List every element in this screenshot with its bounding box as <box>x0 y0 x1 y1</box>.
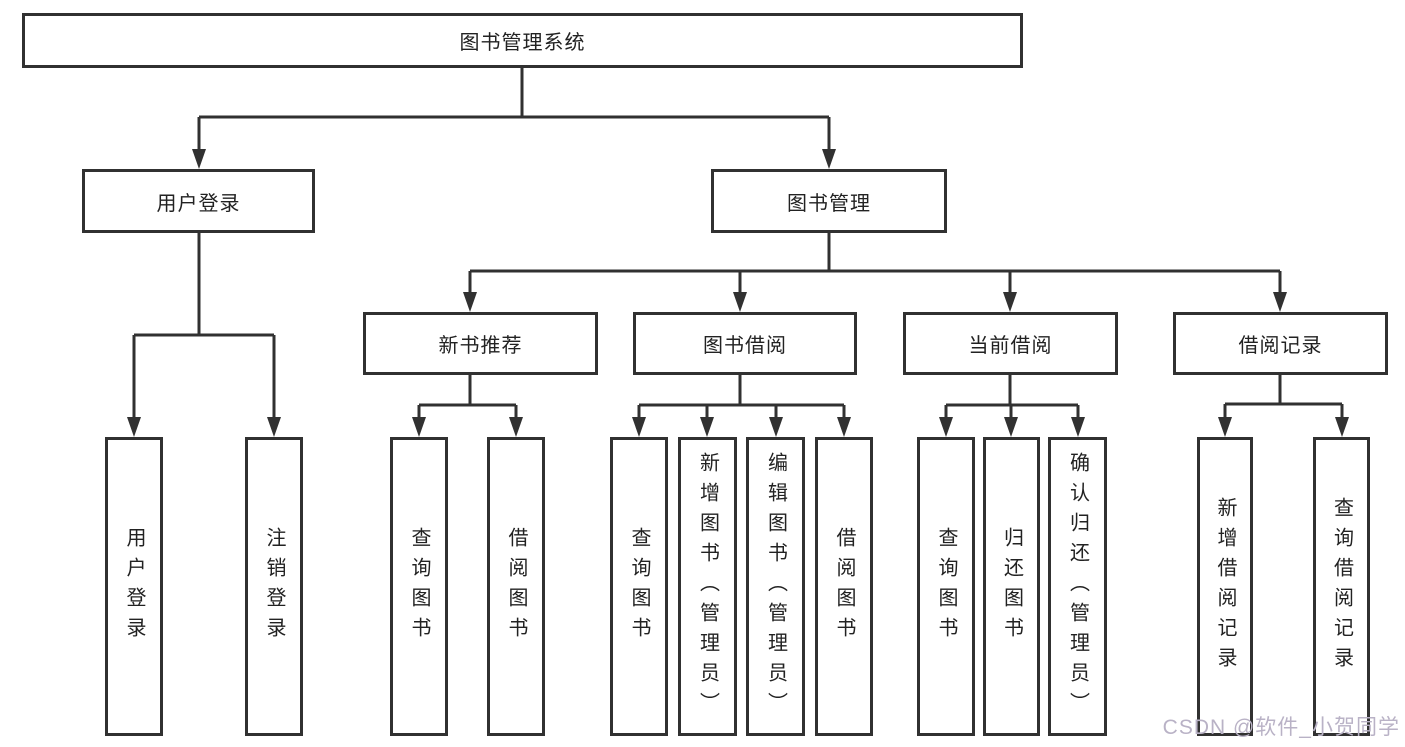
leaf-edit-books-admin: 编辑图书（管理员） <box>746 437 805 736</box>
leaf-label: 查询图书 <box>628 526 650 647</box>
leaf-borrow-books: 借阅图书 <box>815 437 873 736</box>
leaf-borrow-books: 借阅图书 <box>487 437 545 736</box>
node-book-borrowing: 图书借阅 <box>633 312 857 375</box>
leaf-query-books: 查询图书 <box>917 437 975 736</box>
leaf-label: 注销登录 <box>263 526 285 647</box>
node-label: 用户登录 <box>156 192 241 215</box>
leaf-label: 归还图书 <box>1000 526 1023 647</box>
node-user-login: 用户登录 <box>82 169 315 233</box>
leaf-label: 查询图书 <box>935 526 957 647</box>
csdn-watermark: CSDN @软件_小贺同学 <box>1162 716 1400 739</box>
leaf-add-books-admin: 新增图书（管理员） <box>678 437 737 736</box>
node-label: 图书管理系统 <box>459 32 586 54</box>
leaf-user-login: 用户登录 <box>105 437 163 736</box>
leaf-label: 新增图书（管理员） <box>696 451 719 722</box>
node-label: 借阅记录 <box>1238 335 1323 357</box>
leaf-label: 查询借阅记录 <box>1330 496 1353 677</box>
leaf-label: 借阅图书 <box>833 526 855 647</box>
leaf-logout: 注销登录 <box>245 437 303 736</box>
leaf-label: 确认归还（管理员） <box>1066 451 1089 722</box>
node-new-book-recommendation: 新书推荐 <box>363 312 598 375</box>
leaf-return-books: 归还图书 <box>983 437 1040 736</box>
node-current-borrowing: 当前借阅 <box>903 312 1118 375</box>
node-label: 图书管理 <box>787 192 871 215</box>
leaf-confirm-return-admin: 确认归还（管理员） <box>1048 437 1107 736</box>
leaf-query-books: 查询图书 <box>390 437 448 736</box>
node-library-management-system: 图书管理系统 <box>22 13 1023 68</box>
leaf-query-borrow-record: 查询借阅记录 <box>1313 437 1370 736</box>
node-book-management: 图书管理 <box>711 169 947 233</box>
leaf-label: 新增借阅记录 <box>1214 496 1236 677</box>
leaf-label: 用户登录 <box>123 526 145 647</box>
leaf-label: 查询图书 <box>408 526 430 647</box>
node-borrowing-records: 借阅记录 <box>1173 312 1388 375</box>
leaf-add-borrow-record: 新增借阅记录 <box>1197 437 1253 736</box>
arrowhead-icons <box>127 149 1349 437</box>
leaf-label: 借阅图书 <box>505 526 527 647</box>
node-label: 当前借阅 <box>968 335 1053 357</box>
leaf-label: 编辑图书（管理员） <box>764 451 787 722</box>
leaf-query-books: 查询图书 <box>610 437 668 736</box>
node-label: 新书推荐 <box>438 335 523 357</box>
node-label: 图书借阅 <box>703 335 787 357</box>
